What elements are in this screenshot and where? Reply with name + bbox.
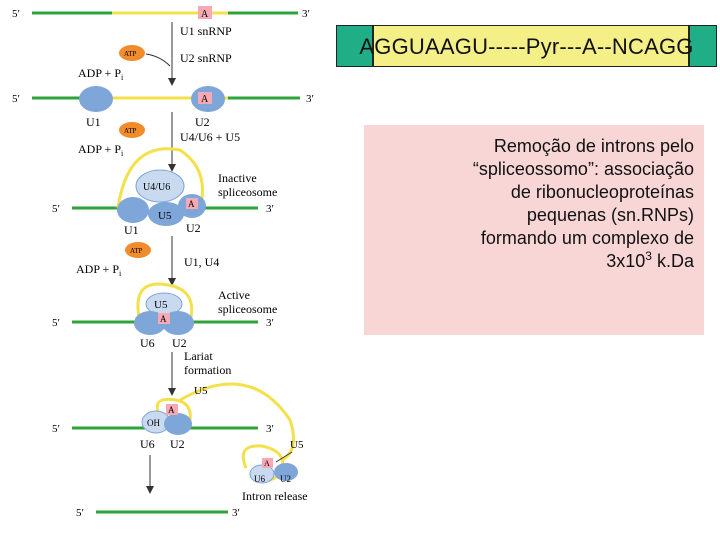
step-u1-u4-release: ATP U1, U4 ADP + Pi (76, 236, 219, 286)
u1-label: U1 (124, 223, 139, 237)
stage-intron-release: A U5 U6 U2 Intron release (146, 439, 308, 503)
sequence-left-divider (372, 25, 374, 67)
active-label-1: Active (218, 288, 250, 302)
caption-line-2: “spliceossomo”: associação (472, 159, 694, 179)
branch-site-box (262, 458, 273, 468)
u2-snrnp-shape (164, 413, 192, 435)
spliceosome-diagram: 5′ 3′ A U1 snRNP U2 snRNP ATP ADP + Pi 5… (12, 6, 314, 519)
active-label-2: spliceosome (218, 302, 277, 316)
stage-u1-u2-bound: 5′ 3′ A U1 U2 (12, 86, 314, 129)
u5-label: U5 (158, 210, 172, 222)
u2-label: U2 (186, 221, 201, 235)
lariat-label-1: Lariat (184, 349, 213, 363)
branch-a-label: A (201, 9, 209, 20)
adp-pi-label: ADP + Pi (78, 142, 124, 158)
lariat-loop (155, 397, 192, 429)
adp-pi-label: ADP + Pi (76, 262, 122, 278)
caption-line-4: pequenas (sn.RNPs) (526, 205, 694, 225)
caption-line-6: 3x103 k.Da (606, 249, 694, 271)
branch-a-label: A (168, 405, 175, 415)
five-prime-label: 5′ (52, 317, 60, 329)
lariat-label-2: formation (184, 363, 231, 377)
atp-icon (119, 122, 145, 138)
caption-line-5: formando um complexo de (480, 228, 694, 248)
u2-snrnp-shape (274, 463, 298, 481)
u1-snrnp-shape (79, 86, 113, 112)
u5-snrnp-shape (148, 202, 184, 226)
five-prime-label: 5′ (12, 93, 20, 105)
u1-u4-label: U1, U4 (184, 255, 219, 269)
atp-curve (145, 53, 171, 67)
caption-line-1: Remoção de introns pelo (493, 136, 694, 156)
branch-site-box (198, 92, 212, 104)
u6-label: U6 (140, 336, 155, 350)
u2-snrnp-label: U2 snRNP (180, 51, 232, 65)
u4u6-snrnp-shape (135, 169, 185, 203)
u6-label: U6 (254, 474, 265, 484)
stage-spliced-mrna: 5′ 3′ (76, 507, 240, 519)
step-lariat-formation: Lariat formation (168, 349, 231, 396)
u1-label: U1 (86, 115, 101, 129)
atp-label: ATP (130, 247, 143, 255)
caption-line-3: de ribonucleoproteínas (510, 182, 694, 202)
branch-site-box (198, 6, 212, 19)
u5-label: U5 (154, 299, 168, 311)
u2-label: U2 (172, 336, 187, 350)
three-prime-label: 3′ (266, 423, 274, 435)
inactive-label-1: Inactive (218, 171, 257, 185)
three-prime-label: 3′ (266, 203, 274, 215)
three-prime-label: 3′ (306, 93, 314, 105)
intron-loop (136, 282, 194, 323)
sequence-right-divider (688, 25, 690, 67)
u5-pointer-line (275, 451, 293, 463)
five-prime-label: 5′ (52, 423, 60, 435)
branch-a-label: A (201, 94, 209, 105)
u2-label: U2 (195, 115, 210, 129)
branch-site-box (166, 404, 178, 415)
u1-snrnp-shape (117, 197, 149, 223)
consensus-sequence-text: AGGUAAGU-----Pyr---A--NCAGG (359, 34, 694, 59)
branch-site-box (158, 313, 170, 324)
stage-pre-mrna: 5′ 3′ A (12, 6, 310, 20)
five-prime-label: 5′ (52, 203, 60, 215)
consensus-sequence-bar: AGGUAAGU-----Pyr---A--NCAGG (336, 25, 717, 67)
atp-icon (119, 45, 145, 61)
u2-label: U2 (170, 437, 185, 451)
three-prime-label: 3′ (266, 317, 274, 329)
adp-pi-label: ADP + Pi (78, 66, 124, 82)
atp-label: ATP (124, 127, 137, 135)
branch-a-label: A (188, 199, 195, 209)
inactive-label-2: spliceosome (218, 185, 277, 199)
u5-label: U5 (194, 385, 208, 397)
three-prime-label: 3′ (232, 507, 240, 519)
branch-a-label: A (160, 314, 167, 324)
step-u1-u2-binding: U1 snRNP U2 snRNP ATP ADP + Pi (78, 22, 232, 86)
oh-label: OH (147, 418, 160, 428)
five-prime-label: 5′ (12, 8, 20, 20)
caption-box: Remoção de introns pelo “spliceossomo”: … (364, 125, 704, 335)
stage-lariat-intermediate: 5′ 3′ OH A U5 U6 U2 (52, 382, 296, 462)
branch-site-box (186, 198, 198, 209)
u5-label: U5 (290, 439, 304, 451)
u1-snrnp-label: U1 snRNP (180, 24, 232, 38)
u4u6-u5-label: U4/U6 + U5 (180, 130, 240, 144)
u2-label: U2 (280, 474, 291, 484)
intron-loop (116, 147, 204, 209)
branch-a-label: A (264, 459, 270, 468)
u6-label: U6 (140, 437, 155, 451)
step-u4-u6-u5: ATP U4/U6 + U5 ADP + Pi (78, 112, 240, 172)
atp-icon (125, 242, 151, 258)
stage-active-spliceosome: 5′ 3′ U5 A U6 U2 Active spliceosome (52, 282, 277, 350)
atp-label: ATP (124, 50, 137, 58)
three-prime-label: 3′ (302, 8, 310, 20)
stage-inactive-spliceosome: 5′ 3′ U4/U6 A U5 U1 U2 Inactive spliceos… (52, 147, 277, 237)
intron-tail (179, 382, 296, 462)
u4u6-label: U4/U6 (143, 182, 170, 193)
intron-release-label: Intron release (242, 489, 308, 503)
five-prime-label: 5′ (76, 507, 84, 519)
